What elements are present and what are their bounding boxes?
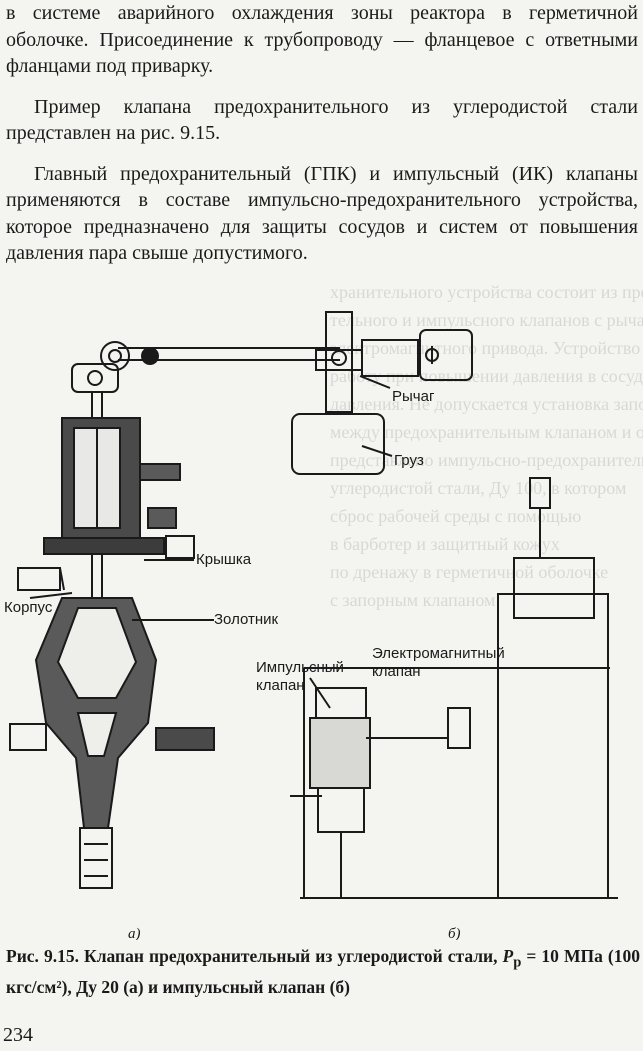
svg-text:сброс рабочей среды с помощью: сброс рабочей среды с помощью bbox=[330, 506, 581, 526]
caption-p-symbol: P bbox=[502, 946, 514, 966]
svg-text:тельного и импульсного клапано: тельного и импульсного клапанов с рычаго… bbox=[330, 310, 643, 330]
svg-text:углеродистой стали, Ду 100, в: углеродистой стали, Ду 100, в котором bbox=[330, 478, 626, 498]
caption-prefix: Рис. 9.15. Клапан предохранительный из у… bbox=[6, 946, 503, 966]
paragraph-3: Главный предохранительный (ГПК) и импуль… bbox=[6, 162, 638, 265]
bleed-through-texture: хранительного устройства состоит из пред… bbox=[330, 282, 643, 610]
caption-p-sub: р bbox=[513, 954, 522, 971]
valve-b-drawing bbox=[290, 477, 618, 899]
svg-text:представлено импульсно-предохр: представлено импульсно-предохранительное… bbox=[330, 450, 643, 470]
label-sub-a: а) bbox=[128, 926, 141, 940]
valve-a-drawing bbox=[9, 341, 340, 889]
label-weight: Груз bbox=[394, 452, 424, 469]
lever-weight-drawing bbox=[291, 311, 473, 475]
label-spool: Золотник bbox=[214, 611, 279, 628]
label-impulse-valve: Импульсный клапан bbox=[256, 659, 348, 694]
figure-9-15: хранительного устройства состоит из пред… bbox=[4, 282, 643, 940]
svg-text:по дренажу в герметичной оболо: по дренажу в герметичной оболочке bbox=[330, 562, 608, 582]
figure-caption: Рис. 9.15. Клапан предохранительный из у… bbox=[6, 944, 640, 999]
svg-text:работу при повышении давления: работу при повышении давления в сосуде bbox=[330, 366, 643, 386]
caption-suffix: = 10 МПа (100 кгс/см²), Ду 20 (а) и импу… bbox=[6, 946, 640, 997]
label-lever: Рычаг bbox=[392, 388, 435, 405]
page-number: 234 bbox=[3, 1024, 33, 1046]
paragraph-2: Пример клапана предохранительного из угл… bbox=[6, 95, 638, 145]
label-solenoid-valve: Электромагнитный клапан bbox=[372, 645, 509, 680]
label-impulse-valve-line2: клапан bbox=[256, 677, 305, 694]
svg-text:с запорным клапаном: с запорным клапаном bbox=[330, 590, 495, 610]
label-cover: Крышка bbox=[196, 551, 252, 568]
svg-text:давления. Не допускается устан: давления. Не допускается установка запор… bbox=[330, 394, 643, 414]
label-impulse-valve-line1: Импульсный bbox=[256, 659, 344, 676]
svg-text:электромагнитного привода. Уст: электромагнитного привода. Устройство об… bbox=[330, 338, 643, 358]
label-solenoid-valve-line2: клапан bbox=[372, 663, 421, 680]
svg-text:в барботер и защитный кожух: в барботер и защитный кожух bbox=[330, 534, 560, 554]
svg-text:хранительного устройства состо: хранительного устройства состоит из пред… bbox=[330, 282, 643, 302]
label-body: Корпус bbox=[4, 599, 53, 616]
label-solenoid-valve-line1: Электромагнитный bbox=[372, 645, 505, 662]
paragraph-1: в системе аварийного охлаждения зоны реа… bbox=[6, 2, 638, 77]
svg-text:между предохранительным клапан: между предохранительным клапаном и объек… bbox=[330, 422, 643, 442]
body-text: в системе аварийного охлаждения зоны реа… bbox=[6, 0, 638, 267]
label-sub-b: б) bbox=[448, 926, 461, 940]
